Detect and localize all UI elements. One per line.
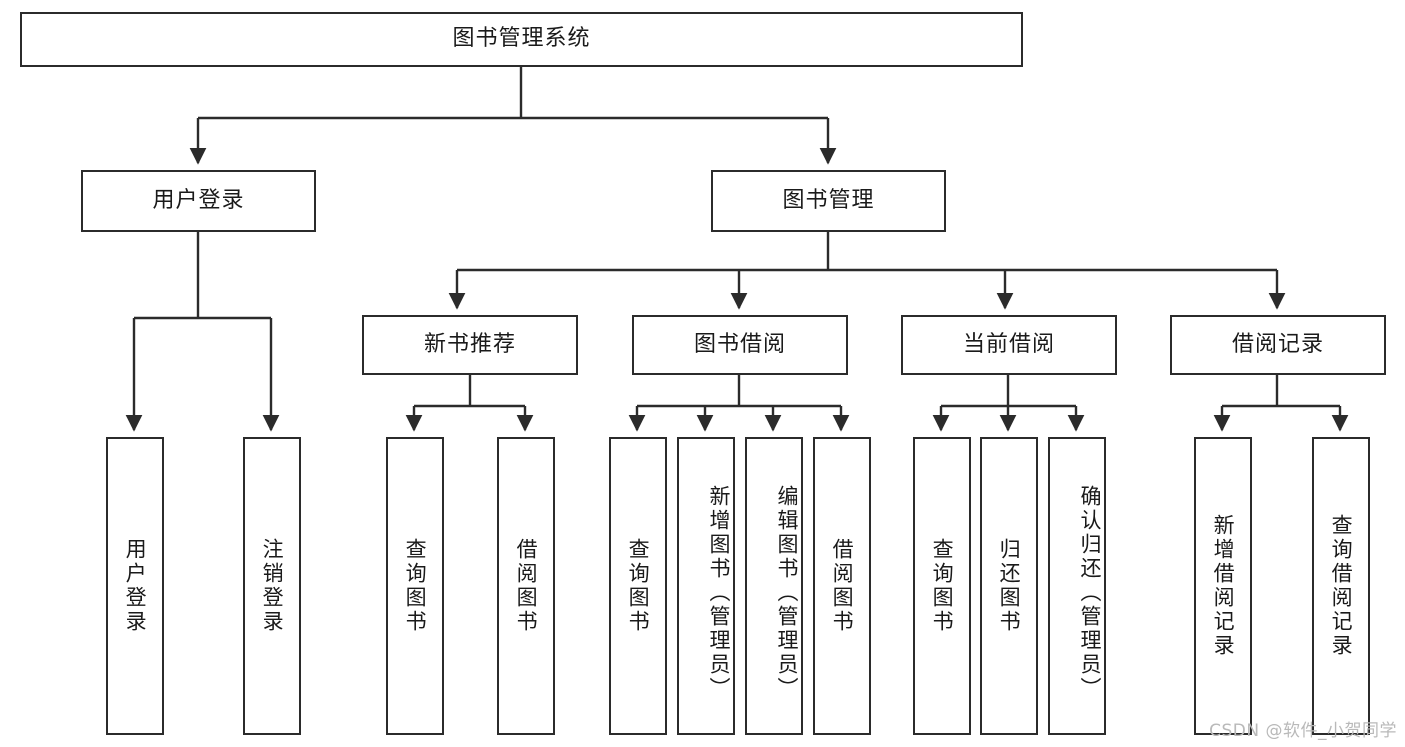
node-label: 借阅图书 [830,538,855,634]
node-label: 新书推荐 [423,331,516,357]
leaf-current-borrow-return-book[interactable]: 归还图书 [980,437,1038,735]
node-label: 用户登录 [123,538,148,634]
node-borrow-record[interactable]: 借阅记录 [1170,315,1386,375]
node-label: 用户登录 [152,187,245,213]
node-label: 查询借阅记录 [1329,514,1354,658]
node-label: 当前借阅 [962,331,1055,357]
leaf-current-borrow-confirm-return-admin[interactable]: 确认归还（管理员） [1048,437,1106,735]
leaf-current-borrow-query-book[interactable]: 查询图书 [913,437,971,735]
node-label: 借阅图书 [514,538,539,634]
node-label: 归还图书 [997,538,1022,634]
node-label: 图书管理系统 [452,26,591,52]
node-label: 图书借阅 [693,331,786,357]
leaf-user-login-logout[interactable]: 注销登录 [243,437,301,735]
leaf-new-book-borrow-book[interactable]: 借阅图书 [497,437,555,735]
node-label: 编辑图书（管理员） [775,485,799,701]
node-current-borrow[interactable]: 当前借阅 [901,315,1117,375]
leaf-borrow-record-query-record[interactable]: 查询借阅记录 [1312,437,1370,735]
node-new-book-recommend[interactable]: 新书推荐 [362,315,578,375]
leaf-new-book-query-book[interactable]: 查询图书 [386,437,444,735]
node-label: 新增图书（管理员） [707,485,731,701]
csdn-watermark: CSDN @软件_小贺同学 [1209,721,1397,741]
node-label: 借阅记录 [1231,331,1324,357]
node-root-book-management-system[interactable]: 图书管理系统 [20,12,1023,67]
node-label: 注销登录 [260,538,285,634]
node-label: 图书管理 [782,187,875,213]
leaf-book-borrow-query-book[interactable]: 查询图书 [609,437,667,735]
node-label: 查询图书 [403,538,428,634]
leaf-user-login-login[interactable]: 用户登录 [106,437,164,735]
node-label: 查询图书 [930,538,955,634]
node-user-login[interactable]: 用户登录 [81,170,316,232]
node-label: 查询图书 [626,538,651,634]
leaf-book-borrow-add-book-admin[interactable]: 新增图书（管理员） [677,437,735,735]
node-book-management[interactable]: 图书管理 [711,170,946,232]
leaf-book-borrow-borrow-book[interactable]: 借阅图书 [813,437,871,735]
node-label: 新增借阅记录 [1211,514,1236,658]
leaf-book-borrow-edit-book-admin[interactable]: 编辑图书（管理员） [745,437,803,735]
leaf-borrow-record-add-record[interactable]: 新增借阅记录 [1194,437,1252,735]
node-label: 确认归还（管理员） [1078,485,1102,701]
node-book-borrow[interactable]: 图书借阅 [632,315,848,375]
